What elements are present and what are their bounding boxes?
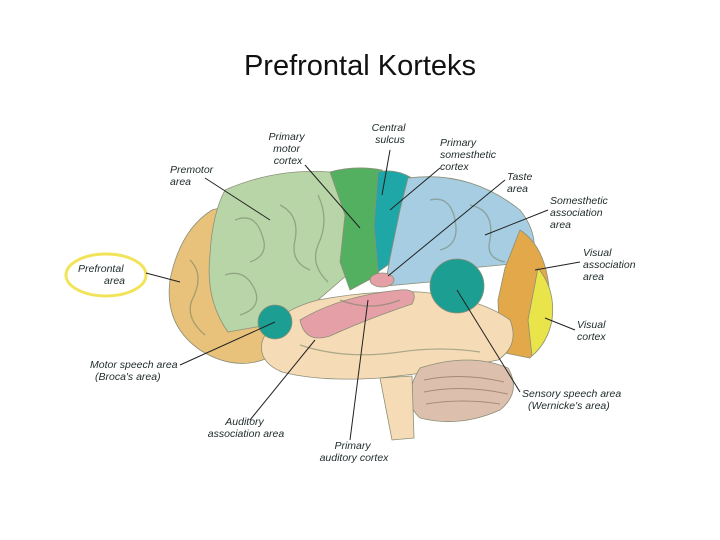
label-taste: Taste area bbox=[507, 171, 535, 195]
prefrontal-highlight-ring bbox=[64, 252, 148, 298]
leader-visual-assoc bbox=[534, 261, 581, 271]
label-premotor: Premotor area bbox=[170, 164, 216, 188]
diagram-labels: Primary motor cortex Central sulcus Prim… bbox=[78, 122, 638, 464]
leader-primary-somesthetic bbox=[389, 167, 441, 211]
leader-motor-speech bbox=[179, 321, 276, 366]
taste-area-spot bbox=[369, 272, 395, 288]
slide-title: Prefrontal Korteks bbox=[243, 50, 477, 82]
label-prefrontal: Prefrontal area bbox=[78, 263, 126, 287]
leader-primary-auditory bbox=[349, 299, 369, 441]
brain-illustration bbox=[168, 167, 554, 441]
cerebellum-texture bbox=[423, 375, 509, 405]
leader-somesthetic-assoc bbox=[484, 209, 549, 236]
leader-visual bbox=[544, 317, 576, 331]
leader-sensory-speech bbox=[456, 289, 521, 393]
label-visual-cortex: Visual cortex bbox=[577, 319, 608, 343]
label-sensory-speech: Sensory speech area (Wernicke's area) bbox=[522, 388, 624, 412]
leader-central-sulcus bbox=[381, 149, 391, 196]
label-visual-association: Visual association area bbox=[583, 247, 638, 283]
leader-prefrontal bbox=[145, 272, 181, 283]
central-sulcus-region bbox=[373, 170, 413, 273]
leader-premotor bbox=[204, 177, 271, 221]
brain-stem-region bbox=[379, 375, 415, 441]
gyri-texture bbox=[189, 194, 506, 356]
label-primary-motor: Primary motor cortex bbox=[268, 131, 307, 167]
leader-auditory-assoc bbox=[249, 339, 316, 421]
label-motor-speech: Motor speech area (Broca's area) bbox=[90, 359, 180, 383]
label-primary-auditory: Primary auditory cortex bbox=[320, 440, 390, 464]
leader-primary-motor bbox=[304, 164, 361, 229]
label-primary-somesthetic: Primary somesthetic cortex bbox=[440, 137, 499, 173]
visual-cortex-region bbox=[527, 267, 554, 357]
cerebellum-region bbox=[409, 359, 514, 422]
label-somesthetic-association: Somesthetic association area bbox=[550, 195, 611, 231]
label-central-sulcus: Central sulcus bbox=[372, 122, 409, 146]
wernicke-area-spot bbox=[429, 258, 485, 314]
leader-taste bbox=[387, 179, 506, 277]
auditory-region bbox=[299, 289, 415, 339]
label-auditory-association: Auditory association area bbox=[208, 416, 285, 440]
leader-lines bbox=[145, 149, 581, 441]
